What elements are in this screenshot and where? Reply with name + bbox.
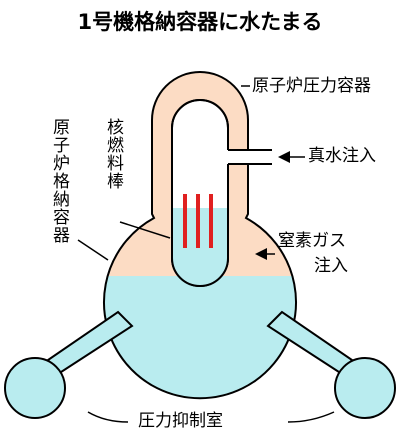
containment-water xyxy=(104,276,296,399)
label-rpv: 原子炉圧力容器 xyxy=(252,76,371,96)
diagram-title: 1号機格納容器に水たまる xyxy=(77,10,323,34)
label-nitrogen-1: 窒素ガス xyxy=(278,231,346,251)
fuel-rod xyxy=(183,194,187,248)
suppression-chamber-right xyxy=(334,357,396,419)
label-fresh-water: 真水注入 xyxy=(308,146,376,166)
fuel-rod xyxy=(209,194,213,248)
label-containment: 原子炉格納容器 xyxy=(49,118,69,244)
arrowheads xyxy=(255,151,290,260)
fresh-water-pipe xyxy=(226,149,272,165)
label-nitrogen-2: 注入 xyxy=(314,256,348,276)
fuel-rods xyxy=(183,194,213,248)
label-fuel-rods: 核燃料棒 xyxy=(103,118,123,190)
leader-lines xyxy=(77,85,335,423)
fuel-rod xyxy=(196,194,200,248)
suppression-chamber-left xyxy=(4,357,66,419)
label-suppression: 圧力抑制室 xyxy=(138,411,223,431)
